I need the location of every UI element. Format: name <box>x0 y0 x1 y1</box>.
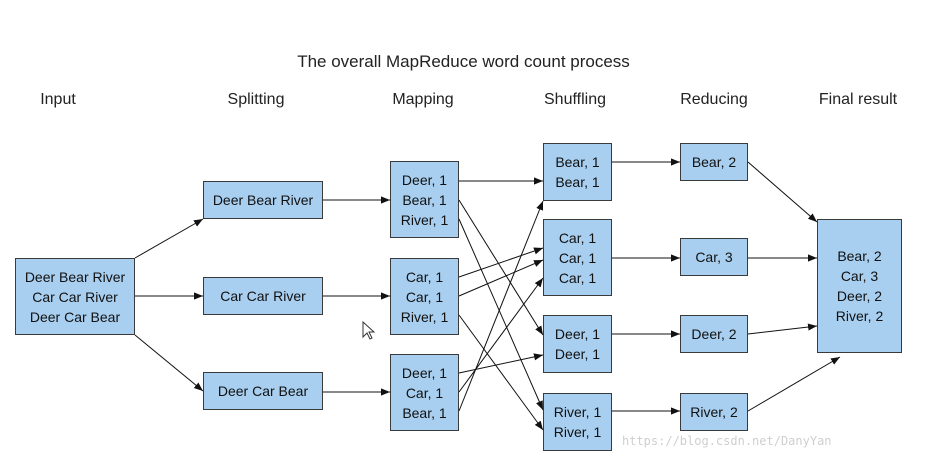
shuffle-line: Bear, 1 <box>555 154 600 170</box>
map-line: Car, 1 <box>405 288 444 305</box>
stage-label-final-result: Final result <box>818 91 898 108</box>
map-line: River, 1 <box>400 211 449 228</box>
arrow-input-to-split-3 <box>134 334 204 392</box>
shuffle-line: Car, 1 <box>558 249 597 266</box>
shuffle-line: Bear, 1 <box>555 174 600 190</box>
shuffle-box-bear: Bear, 1 Bear, 1 <box>543 143 612 201</box>
input-line: Deer Bear River <box>24 268 126 285</box>
map-box-3: Deer, 1 Car, 1 Bear, 1 <box>390 354 459 431</box>
map-line: Bear, 1 <box>402 191 447 208</box>
arrow-map-3-to-shuffle-deer <box>458 353 544 374</box>
shuffle-line: Deer, 1 <box>554 346 601 362</box>
map-line: Deer, 1 <box>401 364 448 381</box>
final-line: Deer, 2 <box>836 288 883 304</box>
arrow-map-2-to-shuffle-car <box>458 259 544 297</box>
reduce-line: Deer, 2 <box>691 326 737 342</box>
final-result-box: Bear, 2 Car, 3 Deer, 2 River, 2 <box>817 219 902 353</box>
shuffle-box-car: Car, 1 Car, 1 Car, 1 <box>543 219 612 296</box>
reduce-line: Car, 3 <box>695 249 733 265</box>
stage-label-shuffling: Shuffling <box>544 91 606 108</box>
diagram-title: The overall MapReduce word count process <box>297 52 630 71</box>
arrows-layer <box>134 158 841 431</box>
shuffle-box-deer: Deer, 1 Deer, 1 <box>543 315 612 373</box>
mouse-pointer-icon <box>362 321 376 340</box>
final-line: Car, 3 <box>840 268 879 284</box>
stage-label-splitting: Splitting <box>227 91 285 108</box>
stage-label-input: Input <box>40 91 76 108</box>
input-box: Deer Bear River Car Car River Deer Car B… <box>15 258 135 335</box>
map-line: River, 1 <box>400 308 449 325</box>
reduce-line: Bear, 2 <box>691 154 737 170</box>
watermark-text: https://blog.csdn.net/DanyYan <box>622 434 832 448</box>
stage-label-mapping: Mapping <box>392 91 454 108</box>
arrow-map-1-to-shuffle-deer <box>458 199 544 336</box>
split-box-3: Deer Car Bear <box>203 372 323 410</box>
map-box-2: Car, 1 Car, 1 River, 1 <box>390 258 459 335</box>
reduce-box-river: River, 2 <box>680 393 748 431</box>
arrow-reduce-deer-to-final <box>747 323 818 335</box>
split-line: Car Car River <box>220 288 306 304</box>
shuffle-line: Car, 1 <box>558 269 597 286</box>
split-box-2: Car Car River <box>203 277 323 315</box>
final-line: River, 2 <box>835 308 884 324</box>
split-line: Deer Bear River <box>212 192 314 208</box>
split-line: Deer Car Bear <box>217 383 309 399</box>
arrow-map-1-to-shuffle-river <box>458 218 544 411</box>
reduce-box-deer: Deer, 2 <box>680 315 748 353</box>
map-line: Car, 1 <box>405 268 444 285</box>
arrow-reduce-river-to-final <box>747 356 841 412</box>
input-line: Car Car River <box>32 288 118 305</box>
shuffle-line: River, 1 <box>553 424 602 440</box>
shuffle-line: River, 1 <box>553 404 602 420</box>
final-line: Bear, 2 <box>837 248 882 264</box>
map-line: Deer, 1 <box>401 171 448 188</box>
reduce-line: River, 2 <box>690 404 738 420</box>
shuffle-line: Deer, 1 <box>554 326 601 342</box>
arrow-input-to-split-1 <box>134 218 204 259</box>
map-line: Bear, 1 <box>402 404 447 421</box>
arrow-map-3-to-shuffle-car <box>458 277 544 393</box>
reduce-box-car: Car, 3 <box>680 238 748 276</box>
map-line: Car, 1 <box>405 384 444 401</box>
reduce-box-bear: Bear, 2 <box>680 143 748 181</box>
split-box-1: Deer Bear River <box>203 181 323 219</box>
stage-label-reducing: Reducing <box>680 91 748 108</box>
map-box-1: Deer, 1 Bear, 1 River, 1 <box>390 161 459 238</box>
arrow-map-3-to-shuffle-bear <box>458 200 544 412</box>
arrow-map-2-to-shuffle-car <box>458 247 544 278</box>
shuffle-line: Car, 1 <box>558 229 597 246</box>
shuffle-box-river: River, 1 River, 1 <box>543 393 612 451</box>
input-line: Deer Car Bear <box>29 308 121 325</box>
arrow-map-2-to-shuffle-river <box>458 314 544 431</box>
arrow-reduce-bear-to-final <box>747 161 818 223</box>
